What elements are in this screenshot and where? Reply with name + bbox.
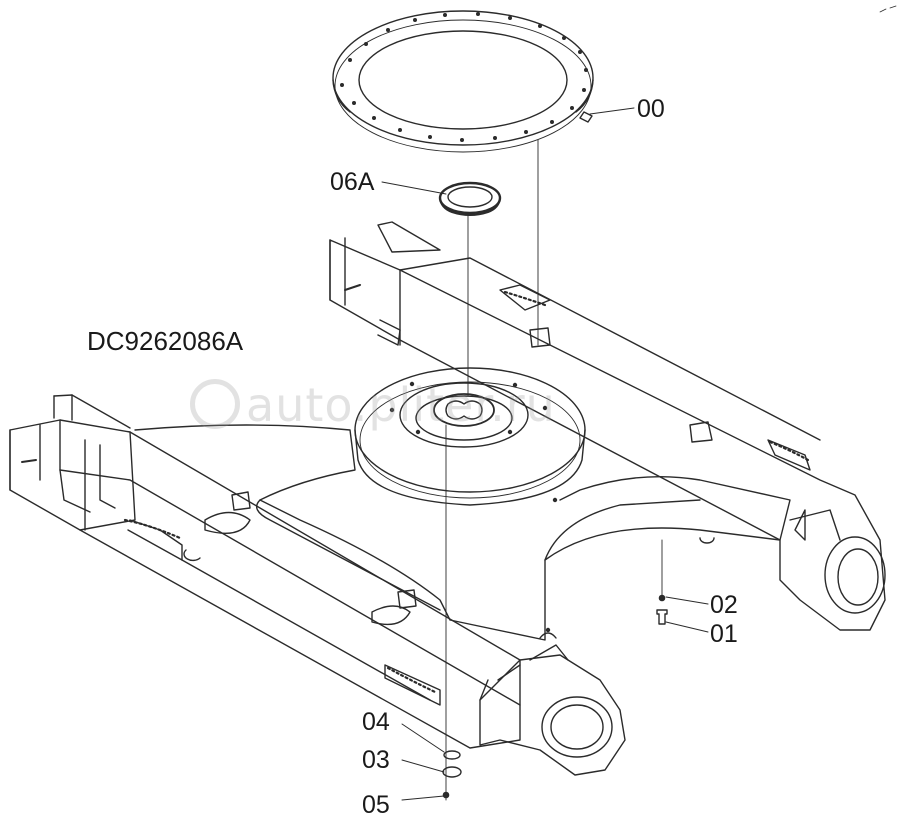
- grease-fitting-00: [579, 111, 593, 123]
- swing-bearing-ring: [332, 10, 594, 153]
- hardware-parts: [442, 111, 668, 799]
- right-track-frame: [329, 221, 886, 631]
- part-label-06a[interactable]: 06A: [330, 168, 375, 196]
- drawing-code: DC9262086A: [87, 326, 244, 356]
- left-track-frame: [9, 394, 521, 749]
- center-seal: [438, 181, 502, 216]
- part-label-05[interactable]: 05: [362, 791, 390, 819]
- corner-mark: [879, 5, 897, 13]
- bolt-01: [656, 609, 668, 625]
- bolt-05: [442, 791, 450, 799]
- shim-04: [443, 750, 461, 760]
- ring-bolt-holes: [340, 12, 588, 142]
- watermark-text: auto.pliter.ru: [246, 378, 556, 432]
- shim-03: [442, 766, 462, 778]
- front-idler-yoke: [479, 644, 626, 776]
- assembly-lines: [445, 139, 663, 801]
- part-label-01[interactable]: 01: [710, 620, 738, 648]
- watermark: auto.pliter.ru: [190, 378, 556, 432]
- part-label-03[interactable]: 03: [362, 746, 390, 774]
- washer-02: [658, 594, 666, 602]
- watermark-icon: [190, 379, 240, 429]
- leader-lines: [381, 107, 709, 801]
- center-body: [134, 367, 791, 641]
- part-label-04[interactable]: 04: [362, 708, 390, 736]
- part-label-02[interactable]: 02: [710, 591, 738, 619]
- part-label-00[interactable]: 00: [637, 95, 665, 123]
